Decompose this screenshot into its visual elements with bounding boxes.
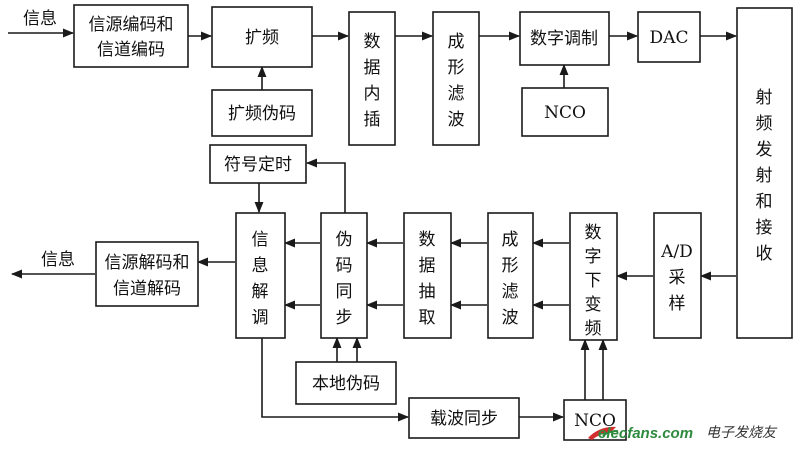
watermark-logo-icon <box>588 426 619 440</box>
label-filter-tx-3: 滤 <box>448 84 465 104</box>
label-ddc-2: 字 <box>585 247 602 267</box>
label-encode-line-1: 信源编码和 <box>89 15 174 35</box>
label-rf-6: 接 <box>756 218 773 238</box>
label-rf-5: 和 <box>756 192 773 212</box>
label-demod-4: 调 <box>252 308 269 328</box>
label-filter-tx-4: 波 <box>448 110 465 130</box>
block-source-channel-encoding: 信源编码和 信道编码 <box>73 4 189 68</box>
label-demod-2: 息 <box>252 256 269 276</box>
block-local-pn: 本地伪码 <box>295 361 397 405</box>
label-ddc-3: 下 <box>585 271 602 291</box>
label-pnsync-4: 步 <box>336 308 353 328</box>
watermark-site: elecfans.com <box>598 425 693 442</box>
label-ddc-4: 变 <box>585 295 602 315</box>
label-filter-rx-1: 成 <box>502 230 519 250</box>
label-decode-line-2: 信道解码 <box>113 279 181 299</box>
label-decim-2: 据 <box>419 256 436 276</box>
label-digital-modulation: 数字调制 <box>530 29 598 49</box>
label-ddc-5: 频 <box>585 319 602 339</box>
block-dac: DAC <box>637 11 701 63</box>
label-symbol-timing: 符号定时 <box>224 155 292 175</box>
label-ddc-1: 数 <box>585 223 602 243</box>
label-rf-1: 射 <box>756 88 773 108</box>
label-interp-3: 内 <box>364 84 381 104</box>
label-ad-2: 采 <box>669 268 686 288</box>
label-interp-2: 据 <box>364 58 381 78</box>
block-ad-sampling: A/D 采 样 <box>653 212 702 339</box>
block-rf-tx-rx: 射 频 发 射 和 接 收 <box>736 7 793 339</box>
label-encode-line-2: 信道编码 <box>97 40 165 60</box>
label-filter-rx-2: 形 <box>502 256 519 276</box>
label-spreading-pn: 扩频伪码 <box>228 104 296 124</box>
block-digital-downconvert: 数 字 下 变 频 <box>569 212 618 341</box>
connectors <box>8 28 738 422</box>
block-shaping-filter-rx: 成 形 滤 波 <box>487 212 534 339</box>
label-filter-rx-3: 滤 <box>502 282 519 302</box>
label-rf-7: 收 <box>756 244 773 264</box>
label-rf-3: 发 <box>756 140 773 160</box>
label-info-out: 信息 <box>41 250 75 270</box>
label-pnsync-1: 伪 <box>336 230 353 250</box>
watermark: elecfans.com 电子发烧友 <box>588 425 778 442</box>
label-decim-4: 取 <box>419 308 436 328</box>
arrow-demod-to-carrier <box>261 338 410 422</box>
label-nco-tx: NCO <box>544 103 586 123</box>
label-filter-rx-4: 波 <box>502 308 519 328</box>
label-rf-4: 射 <box>756 166 773 186</box>
label-info-in: 信息 <box>23 9 57 29</box>
block-symbol-timing: 符号定时 <box>209 144 307 184</box>
label-local-pn: 本地伪码 <box>312 374 380 394</box>
block-data-decimation: 数 据 抽 取 <box>403 212 452 339</box>
label-decim-3: 抽 <box>419 282 436 302</box>
label-carrier-sync: 载波同步 <box>430 409 498 429</box>
block-spreading: 扩频 <box>211 6 313 68</box>
block-carrier-sync: 载波同步 <box>408 397 520 439</box>
label-decim-1: 数 <box>419 230 436 250</box>
label-spreading: 扩频 <box>245 28 279 48</box>
label-rf-2: 频 <box>756 114 773 134</box>
block-data-interpolation: 数 据 内 插 <box>348 11 396 146</box>
label-ad-1: A/D <box>660 242 693 262</box>
block-digital-modulation: 数字调制 <box>519 11 610 66</box>
label-demod-3: 解 <box>252 282 269 302</box>
block-pn-sync: 伪 码 同 步 <box>320 212 368 339</box>
label-interp-1: 数 <box>364 32 381 52</box>
label-ad-3: 样 <box>669 294 686 314</box>
block-spreading-pn: 扩频伪码 <box>211 89 313 137</box>
arrow-pnsync-to-timing <box>305 158 346 213</box>
label-filter-tx-1: 成 <box>448 32 465 52</box>
watermark-name: 电子发烧友 <box>706 425 778 441</box>
block-source-channel-decoding: 信源解码和 信道解码 <box>95 241 199 307</box>
label-filter-tx-2: 形 <box>448 58 465 78</box>
label-pnsync-3: 同 <box>336 282 353 302</box>
label-decode-line-1: 信源解码和 <box>105 253 190 273</box>
block-shaping-filter-tx: 成 形 滤 波 <box>432 11 480 146</box>
block-nco-tx: NCO <box>521 87 609 137</box>
label-interp-4: 插 <box>364 110 381 130</box>
label-nco-rx: NCO <box>574 411 616 431</box>
label-demod-1: 信 <box>252 230 269 250</box>
block-info-demod: 信 息 解 调 <box>235 212 286 339</box>
label-pnsync-2: 码 <box>336 256 353 276</box>
label-dac: DAC <box>650 28 689 48</box>
